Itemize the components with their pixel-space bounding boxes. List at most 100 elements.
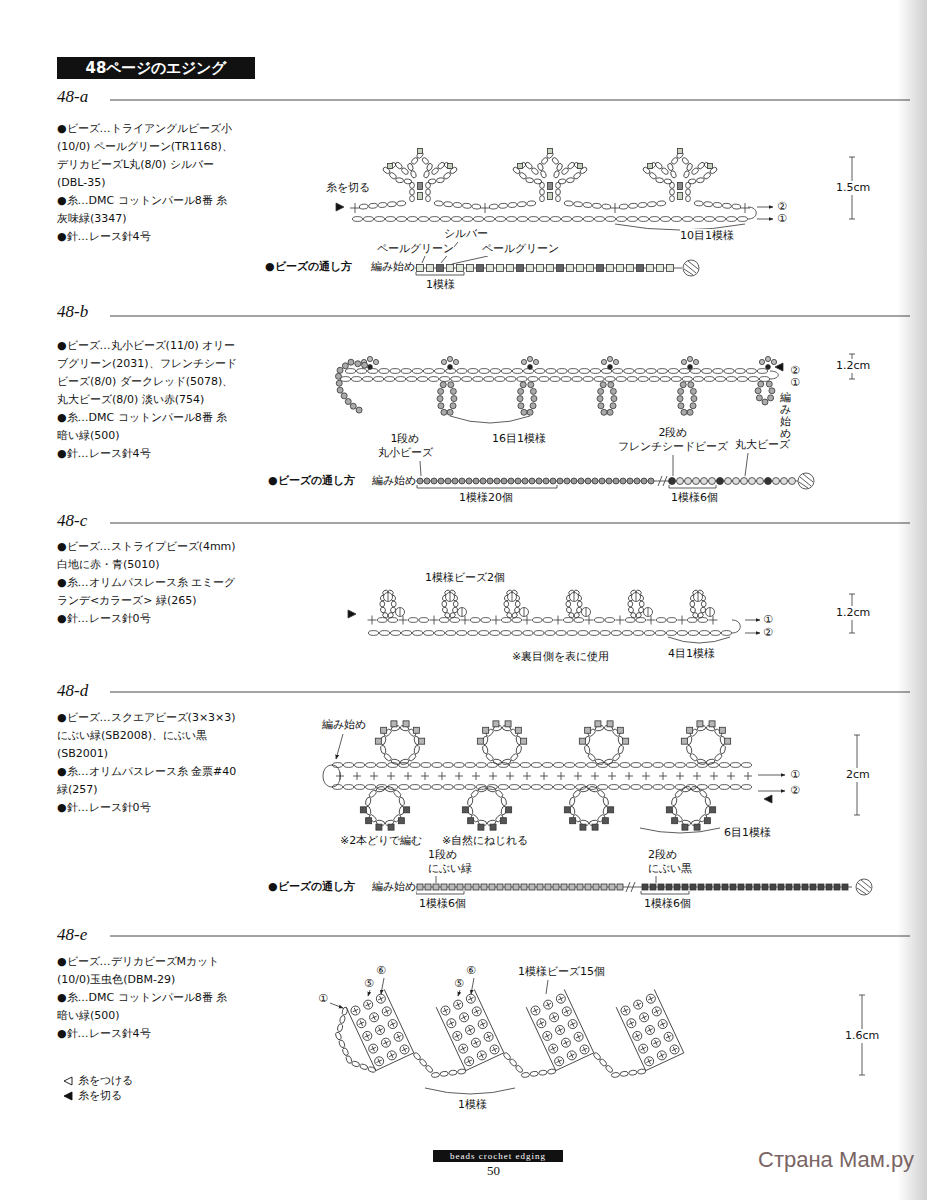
chain-stitch: [564, 201, 573, 207]
bead: [471, 1005, 483, 1017]
bead: [627, 265, 634, 272]
chain-stitch: [443, 763, 453, 768]
footer-band: beads crochet edging: [433, 1150, 563, 1162]
bead: [507, 265, 514, 272]
materials-list: ●ビーズ…丸小ビーズ(11/0) オリーブグリーン(2031)、フレンチシードビ…: [57, 337, 237, 463]
chain-stitch: [730, 763, 740, 768]
row-arrow: [758, 791, 785, 792]
chain-stitch: [670, 170, 677, 179]
chain-stitch: [366, 785, 376, 790]
bead: [765, 478, 772, 485]
bead: [536, 478, 542, 484]
cut-thread-mark: [764, 795, 772, 803]
bead-mark: [558, 1059, 561, 1064]
chain-stitch: [719, 763, 729, 768]
legend: 糸をつける糸を切る: [62, 1073, 133, 1103]
bead-mark: [583, 1047, 586, 1052]
chain-stitch: [338, 1039, 346, 1048]
start-note: 編み始め: [372, 880, 416, 894]
bead: [642, 884, 648, 890]
chain-stitch: [670, 196, 675, 202]
chain-stitch: [374, 217, 384, 222]
bead: [393, 1031, 405, 1043]
bead: [481, 884, 487, 890]
chain-stitch: [574, 201, 583, 207]
bead: [337, 387, 343, 393]
chain-stitch: [594, 618, 604, 623]
threading-heading: ●ビーズの通し方: [265, 260, 352, 274]
chain-stitch: [377, 763, 387, 768]
bead: [518, 164, 523, 169]
chain-stitch: [484, 217, 494, 222]
legend-row: 糸を切る: [62, 1088, 133, 1103]
repeat-bracket: [668, 637, 730, 643]
dimension: 1.5cm: [836, 181, 870, 195]
single-crochet: [620, 616, 621, 625]
bead: [637, 1043, 649, 1055]
yarn-ball: [683, 260, 699, 276]
chain-stitch: [498, 785, 508, 790]
chain-stitch: [462, 377, 472, 382]
bead: [681, 359, 686, 364]
bead: [437, 265, 444, 272]
chain-stitch: [490, 631, 500, 636]
chain-stitch: [657, 369, 667, 374]
chain-stitch: [432, 785, 442, 790]
yarn-ball: [803, 474, 813, 482]
bead: [388, 164, 393, 169]
materials-list: ●ビーズ…スクエアビーズ(3×3×3) にぶい緑(SB2008)、にぶい黒(SB…: [57, 709, 237, 817]
chain-stitch: [423, 369, 433, 374]
bead-mark: [403, 1047, 406, 1052]
chain-stitch: [512, 618, 522, 623]
chain-stitch: [410, 785, 420, 790]
bead: [730, 884, 736, 890]
section-rule: [110, 692, 910, 693]
chain-stitch: [715, 217, 725, 222]
chain-stitch: [646, 369, 656, 374]
bead: [658, 884, 664, 890]
chain-stitch: [746, 369, 756, 374]
bead: [387, 1018, 399, 1030]
row-arrow: [758, 775, 785, 776]
bead: [531, 396, 537, 402]
row-number: ①: [777, 213, 787, 224]
bead: [607, 721, 613, 727]
chain-stitch: [704, 217, 714, 222]
repeat-bracket: [640, 828, 720, 833]
bead: [529, 884, 535, 890]
chain-stitch: [594, 377, 604, 382]
bead: [554, 1024, 566, 1036]
chain-stitch: [644, 631, 654, 636]
chain-stitch: [432, 763, 442, 768]
bead: [457, 1043, 469, 1055]
bead-name: ペールグリーン: [482, 242, 559, 256]
chain-stitch: [587, 763, 597, 768]
leader-line: [656, 876, 657, 883]
leader-line: [336, 734, 343, 759]
leader-line: [546, 980, 548, 994]
chain-stitch: [470, 618, 480, 623]
chain-stitch: [698, 618, 708, 623]
bead: [521, 409, 527, 415]
chain-stitch: [457, 631, 467, 636]
bead: [609, 884, 615, 890]
row-arrow: [757, 207, 773, 208]
chain-stitch: [511, 612, 518, 619]
bead: [687, 356, 692, 361]
chain-stitch: [481, 618, 491, 623]
dimension-tick: [859, 1075, 865, 1076]
bead: [418, 193, 423, 200]
cut-note: 糸を切る: [326, 181, 370, 195]
chain-stitch: [465, 785, 475, 790]
bead: [404, 807, 410, 813]
bead: [606, 478, 612, 484]
bead: [399, 1043, 411, 1055]
single-crochet: [663, 772, 664, 780]
bead: [440, 382, 446, 388]
bead: [690, 403, 696, 409]
chain-stitch: [671, 797, 678, 807]
bead: [677, 396, 683, 402]
chain-stitch: [688, 631, 698, 636]
bead: [771, 359, 776, 364]
bead: [413, 727, 419, 733]
